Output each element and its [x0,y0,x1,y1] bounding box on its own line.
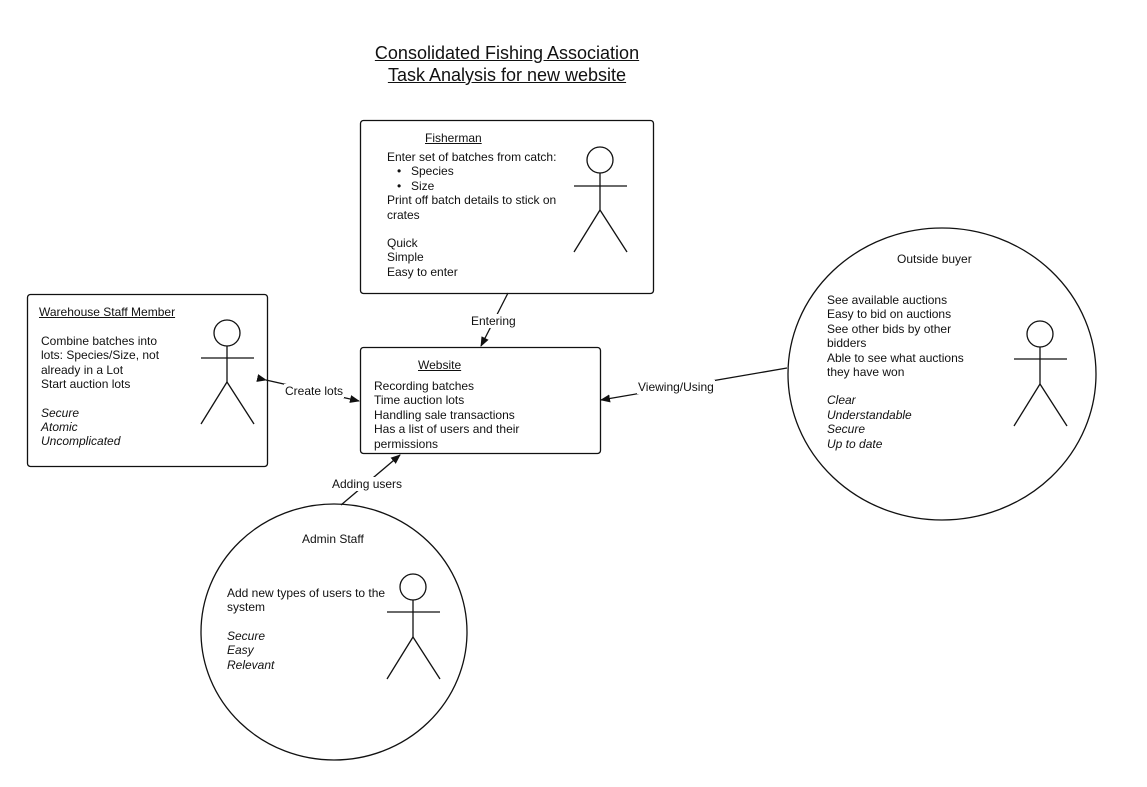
website-item: Time auction lots [374,393,465,408]
buyer-task: Able to see what auctions [827,350,964,365]
viewing-using-label: Viewing/Using [637,380,715,394]
warehouse-quality: Secure [41,405,80,420]
buyer-details: See available auctions Easy to bid on au… [827,293,964,451]
diagram-title: Consolidated Fishing Association Task An… [300,42,714,86]
warehouse-task: Start auction lots [41,377,131,392]
buyer-actor-icon [1013,320,1068,427]
fisherman-bullet-2: •Size [397,178,435,193]
buyer-task: See available auctions [827,293,948,307]
fisherman-intro: Enter set of batches from catch: [387,150,557,164]
title-line-1: Consolidated Fishing Association [374,43,640,63]
fisherman-bullet-1: •Species [397,164,454,179]
buyer-quality: Understandable [827,407,912,422]
warehouse-quality: Uncomplicated [41,434,121,449]
buyer-circle[interactable] [787,227,1097,521]
buyer-heading: Outside buyer [897,252,972,266]
warehouse-task: lots: Species/Size, not [41,348,160,363]
title-line-2: Task Analysis for new website [387,65,627,85]
buyer-quality: Clear [827,393,856,408]
admin-task: Add new types of users to the [227,586,386,600]
fisherman-bullet-1-text: Species [411,164,454,179]
website-item: Has a list of users and their [374,422,520,437]
warehouse-task: Combine batches into [41,334,158,348]
admin-task: system [227,600,266,615]
fisherman-quality: Simple [387,250,424,265]
buyer-task: bidders [827,336,867,351]
create-lots-label: Create lots [284,384,345,398]
website-heading: Website [418,358,462,372]
admin-quality: Easy [227,643,254,658]
buyer-task: Easy to bid on auctions [827,307,952,322]
fisherman-box[interactable] [359,119,655,295]
entering-label: Entering [470,314,517,328]
fisherman-bullet-2-text: Size [411,178,435,193]
admin-quality: Relevant [227,657,275,672]
fisherman-quality: Quick [387,236,418,251]
admin-circle[interactable] [200,503,468,761]
fisherman-details: Enter set of batches from catch: •Specie… [387,150,556,279]
fisherman-print-line-1: Print off batch details to stick on [387,193,557,208]
warehouse-details: Combine batches into lots: Species/Size,… [41,334,159,449]
website-item: Recording batches [374,379,475,393]
admin-details: Add new types of users to the system Sec… [227,586,385,672]
buyer-quality: Secure [827,422,866,437]
adding-users-label: Adding users [331,477,404,491]
fisherman-quality: Easy to enter [387,264,458,279]
website-item: Handling sale transactions [374,407,515,422]
warehouse-task: already in a Lot [41,362,124,377]
admin-actor-icon [386,573,441,680]
buyer-task: See other bids by other [827,321,952,336]
website-item: permissions [374,436,439,451]
fisherman-heading: Fisherman [425,131,482,145]
buyer-task: they have won [827,365,905,380]
warehouse-quality: Atomic [41,420,78,435]
warehouse-actor-icon [200,319,255,425]
buyer-quality: Up to date [827,436,883,451]
admin-quality: Secure [227,628,266,643]
fisherman-actor-icon [573,146,628,253]
admin-heading: Admin Staff [302,532,364,546]
warehouse-heading: Warehouse Staff Member [39,305,176,319]
website-details: Recording batches Time auction lots Hand… [374,379,519,451]
fisherman-print-line-2: crates [387,207,420,222]
